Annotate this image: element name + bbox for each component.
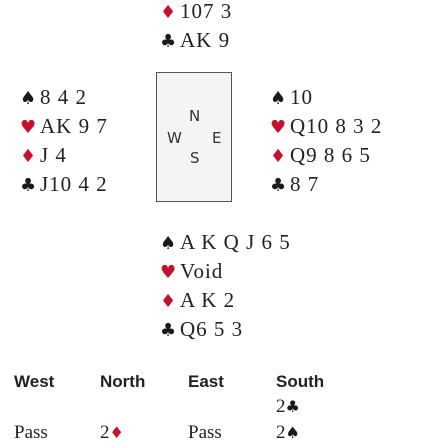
auction-call: Pass bbox=[14, 422, 48, 443]
bid-level: 2 bbox=[276, 422, 286, 443]
north-hand: ♦107 3 ♣AK 9 bbox=[160, 0, 232, 55]
bid-level: 2 bbox=[276, 396, 286, 417]
north-clubs-cards: AK 9 bbox=[180, 28, 231, 52]
east-hearts: ♥Q10 8 3 2 bbox=[270, 112, 382, 141]
auction-header-east: East bbox=[188, 372, 224, 391]
diamond-icon: ♦ bbox=[20, 146, 38, 167]
heart-icon: ♥ bbox=[160, 262, 178, 283]
heart-icon: ♥ bbox=[20, 117, 38, 138]
east-hand: ♠10 ♥Q10 8 3 2 ♦Q9 8 6 5 ♣8 7 bbox=[270, 83, 382, 199]
club-icon: ♣ bbox=[20, 175, 38, 196]
diamond-icon: ♦ bbox=[160, 291, 178, 312]
west-clubs-cards: J10 4 2 bbox=[40, 172, 108, 196]
south-hearts: ♥Void bbox=[160, 257, 291, 286]
auction-header-north: North bbox=[100, 372, 146, 391]
compass-box: N W E S bbox=[156, 72, 232, 202]
auction-call: 2♣ bbox=[276, 396, 300, 418]
spade-icon: ♠ bbox=[160, 233, 178, 254]
club-icon: ♣ bbox=[160, 31, 178, 52]
auction-call: 2♦ bbox=[100, 422, 124, 444]
east-diamonds-cards: Q9 8 6 5 bbox=[290, 143, 371, 167]
compass-north-label: N bbox=[189, 107, 201, 125]
east-clubs-cards: 8 7 bbox=[290, 172, 320, 196]
east-diamonds: ♦Q9 8 6 5 bbox=[270, 141, 382, 170]
west-diamonds-cards: J 4 bbox=[40, 143, 67, 167]
west-diamonds: ♦J 4 bbox=[20, 141, 108, 170]
diamond-icon: ♦ bbox=[270, 146, 288, 167]
compass-west-label: W bbox=[167, 129, 182, 147]
west-hand: ♠8 4 2 ♥AK 9 7 ♦J 4 ♣J10 4 2 bbox=[20, 83, 108, 199]
club-icon: ♣ bbox=[160, 320, 178, 341]
diamond-icon: ♦ bbox=[160, 2, 178, 23]
spade-icon: ♠ bbox=[270, 88, 288, 109]
east-spades: ♠10 bbox=[270, 83, 382, 112]
club-icon: ♣ bbox=[285, 397, 300, 416]
south-diamonds: ♦A K 2 bbox=[160, 286, 291, 315]
west-spades-cards: 8 4 2 bbox=[40, 85, 87, 109]
east-spades-cards: 10 bbox=[290, 85, 313, 109]
north-diamonds-cards: 107 3 bbox=[180, 0, 233, 23]
south-spades: ♠A K Q J 6 5 bbox=[160, 228, 291, 257]
west-clubs: ♣J10 4 2 bbox=[20, 170, 108, 199]
west-spades: ♠8 4 2 bbox=[20, 83, 108, 112]
auction-header-south: South bbox=[276, 372, 325, 391]
west-hearts: ♥AK 9 7 bbox=[20, 112, 108, 141]
south-clubs: ♣Q6 5 3 bbox=[160, 315, 291, 344]
heart-icon: ♥ bbox=[270, 117, 288, 138]
south-clubs-cards: Q6 5 3 bbox=[180, 317, 244, 341]
west-hearts-cards: AK 9 7 bbox=[40, 114, 108, 138]
bid-level: 2 bbox=[100, 422, 110, 443]
south-spades-cards: A K Q J 6 5 bbox=[180, 230, 291, 254]
north-clubs: ♣AK 9 bbox=[160, 26, 232, 55]
south-hand: ♠A K Q J 6 5 ♥Void ♦A K 2 ♣Q6 5 3 bbox=[160, 228, 291, 344]
north-diamonds: ♦107 3 bbox=[160, 0, 232, 26]
east-hearts-cards: Q10 8 3 2 bbox=[290, 114, 383, 138]
south-diamonds-cards: A K 2 bbox=[180, 288, 236, 312]
club-icon: ♣ bbox=[270, 175, 288, 196]
compass-south-label: S bbox=[190, 149, 200, 167]
spade-icon: ♠ bbox=[285, 423, 300, 442]
spade-icon: ♠ bbox=[20, 88, 38, 109]
auction-call: 2♠ bbox=[276, 422, 300, 444]
auction-call: Pass bbox=[188, 422, 222, 443]
auction-header-west: West bbox=[14, 372, 55, 391]
east-clubs: ♣8 7 bbox=[270, 170, 382, 199]
south-hearts-cards: Void bbox=[180, 259, 224, 283]
diamond-icon: ♦ bbox=[109, 423, 124, 442]
compass-east-label: E bbox=[212, 129, 222, 147]
